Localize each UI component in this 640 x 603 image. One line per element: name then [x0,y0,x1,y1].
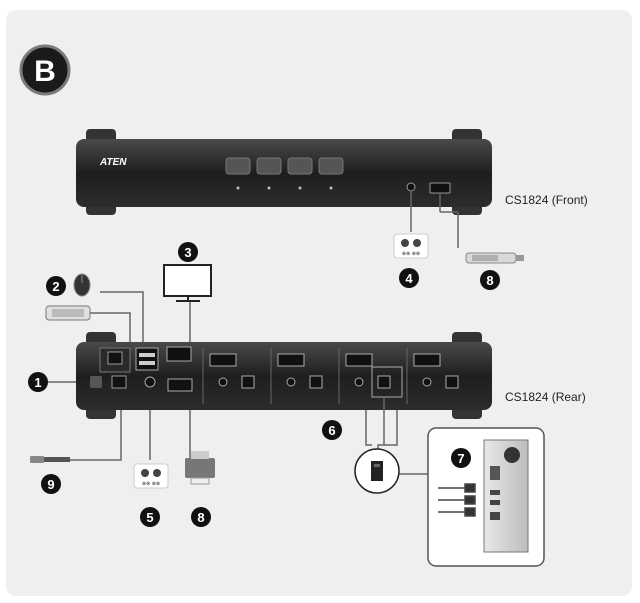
svg-text:3: 3 [184,245,191,260]
svg-text:2: 2 [52,279,59,294]
computer-box: 7 [427,427,545,567]
power-adapter-icon [30,456,70,463]
headset-mic-icon: ⊗⊗ ⊗⊗ [393,233,429,259]
callout-5: 5 [140,507,160,527]
svg-text:8: 8 [197,510,204,525]
front-caption: CS1824 (Front) [505,193,588,207]
console-port-block [90,346,193,392]
console-cables [70,291,191,461]
callout-8-front: 8 [480,270,500,290]
callout-9: 9 [41,474,61,494]
callout-2: 2 [46,276,66,296]
svg-text:1: 1 [34,375,41,390]
port-group-4 [406,348,459,404]
svg-text:8: 8 [486,273,493,288]
headset-mic-icon-rear: ⊗⊗ ⊗⊗ [133,463,169,489]
keyboard-icon [45,305,91,321]
port-selection-buttons [225,157,344,190]
monitor-icon [163,264,212,302]
callout-1: 1 [28,372,48,392]
front-usb-port [429,182,451,194]
section-badge: B [19,44,71,96]
rear-caption: CS1824 (Rear) [505,390,586,404]
section-badge-letter: B [34,55,56,88]
svg-text:9: 9 [47,477,54,492]
callout-4: 4 [399,268,419,288]
computer-tower-icon [483,439,529,553]
callout-6: 6 [322,420,342,440]
port-group-1 [202,348,255,404]
svg-text:⊗⊗ ⊗⊗: ⊗⊗ ⊗⊗ [142,481,160,487]
usb-drive-icon [465,252,524,264]
port-group-2 [270,348,323,404]
callout-8-rear: 8 [191,507,211,527]
port-group-3 [338,348,403,404]
svg-text:4: 4 [405,271,413,286]
kvm-cable-icon [354,448,400,494]
svg-text:5: 5 [146,510,153,525]
kvm-rear-view: CS1824 (Rear) [76,332,586,419]
computer-cable-plugs [438,483,476,517]
svg-text:7: 7 [457,451,464,466]
computer-port-groups [202,348,459,404]
brand-logo: ATEN [99,157,127,168]
callout-3: 3 [178,242,198,262]
callout-7: 7 [451,448,471,468]
front-audio-jack [406,182,416,192]
mouse-icon [73,273,91,297]
svg-text:⊗⊗ ⊗⊗: ⊗⊗ ⊗⊗ [402,251,420,257]
svg-text:6: 6 [328,423,335,438]
kvm-front-view: ATEN CS1824 (Front) [76,129,588,215]
printer-icon [185,451,215,485]
